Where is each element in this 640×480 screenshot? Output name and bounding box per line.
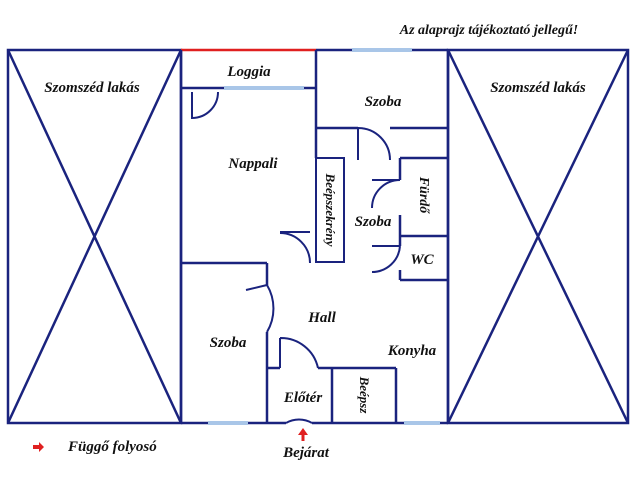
room-konyha: Konyha: [387, 343, 437, 359]
legend-label: Függő folyosó: [67, 439, 157, 455]
room-szoba-bottom: Szoba: [210, 335, 247, 351]
room-szoba-top: Szoba: [365, 94, 402, 110]
note-text: Az alaprajz tájékoztató jellegű!: [399, 23, 579, 38]
room-wc: WC: [410, 252, 434, 268]
entrance-arrow-icon: [298, 428, 308, 441]
room-furdo: Fürdő: [416, 176, 431, 215]
room-hall: Hall: [307, 310, 336, 326]
entrance-label: Bejárat: [282, 445, 330, 461]
room-loggia: Loggia: [226, 64, 271, 80]
windows: [208, 48, 440, 425]
neighbor-left-label: Szomszéd lakás: [44, 80, 140, 96]
neighbor-left: [6, 48, 183, 425]
walls: [179, 50, 450, 425]
room-beepsz: Beépsz: [357, 376, 372, 415]
doors: [191, 91, 401, 424]
neighbor-right-label: Szomszéd lakás: [490, 80, 586, 96]
legend-arrow-icon: [33, 442, 44, 452]
neighbor-right: [446, 48, 630, 425]
room-eloter: Előtér: [283, 390, 322, 406]
room-nappali: Nappali: [227, 156, 278, 172]
room-szoba-mid: Szoba: [355, 214, 392, 230]
room-beepszekreny: Beépszekrény: [323, 173, 338, 247]
